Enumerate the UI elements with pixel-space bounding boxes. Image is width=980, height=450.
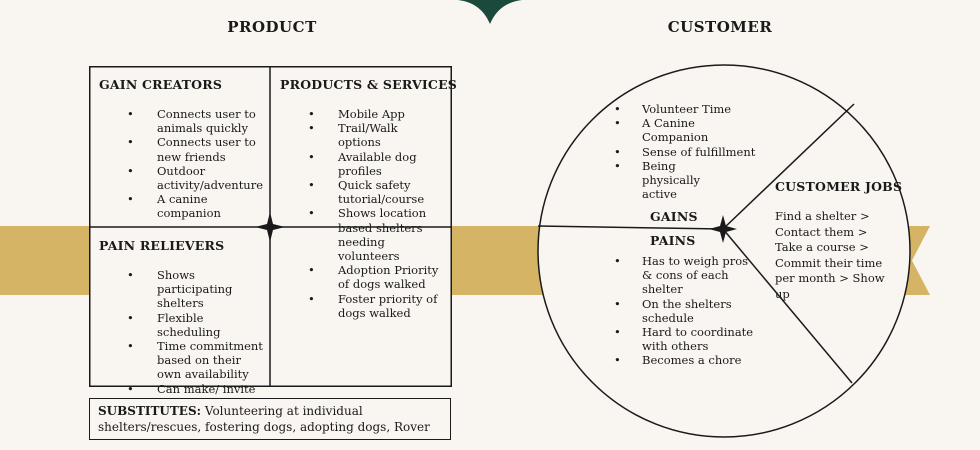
list-item: Flexible scheduling (99, 311, 264, 339)
gains-list: Volunteer Time A Canine Companion Sense … (611, 102, 761, 201)
list-item: Has to weigh pros & cons of each shelter (611, 254, 752, 297)
substitutes-text: Volunteering at individual shelters/resc… (98, 404, 430, 434)
gain-creators-list: Connects user to animals quickly Connect… (99, 107, 269, 221)
pains-title: PAINS (650, 233, 696, 248)
list-item: Foster priority of dogs walked (280, 292, 440, 320)
list-item: Quick safety tutorial/course (280, 178, 440, 206)
pain-relievers-list: Shows participating shelters Flexible sc… (99, 268, 264, 410)
list-item: Shows participating shelters (99, 268, 264, 311)
pains-list: Has to weigh pros & cons of each shelter… (611, 254, 776, 368)
substitutes-label: SUBSTITUTES: (98, 404, 202, 418)
list-item: Becomes a chore (611, 353, 776, 367)
top-notch-ornament (458, 0, 522, 30)
pains-section: Has to weigh pros & cons of each shelter… (611, 254, 776, 368)
list-item: On the shelters schedule (611, 297, 776, 325)
gains-title: GAINS (650, 209, 698, 224)
pain-relievers-title: PAIN RELIEVERS (99, 238, 225, 253)
list-item: Hard to coordinate with others (611, 325, 772, 353)
product-heading: PRODUCT (227, 18, 317, 36)
list-item: Sense of fulfillment (611, 145, 761, 159)
customer-jobs-text: Find a shelter > Contact them > Take a c… (775, 209, 885, 301)
list-item: Mobile App (280, 107, 440, 121)
list-item: Being physically active (611, 159, 732, 202)
products-services-title: PRODUCTS & SERVICES (280, 77, 458, 92)
list-item: Shows location based shelters needing vo… (280, 206, 440, 263)
substitutes-box: SUBSTITUTES: Volunteering at individual … (89, 398, 451, 440)
list-item: A canine companion (99, 192, 269, 220)
products-services-list: Mobile App Trail/Walk options Available … (280, 107, 440, 320)
list-item: Connects user to animals quickly (99, 107, 269, 135)
customer-heading: CUSTOMER (667, 18, 773, 36)
customer-profile-circle: Volunteer Time A Canine Companion Sense … (536, 56, 916, 446)
list-item: Volunteer Time (611, 102, 761, 116)
list-item: A Canine Companion (611, 116, 727, 144)
customer-jobs-title: CUSTOMER JOBS (775, 179, 903, 194)
list-item: Connects user to new friends (99, 135, 269, 163)
list-item: Outdoor activity/adventure (99, 164, 269, 192)
list-item: Trail/Walk options (280, 121, 440, 149)
gain-creators-section: GAIN CREATORS Connects user to animals q… (99, 77, 269, 221)
pain-relievers-section: PAIN RELIEVERS Shows participating shelt… (99, 238, 269, 410)
products-services-section: PRODUCTS & SERVICES Mobile App Trail/Wal… (280, 77, 458, 320)
value-map-square: GAIN CREATORS Connects user to animals q… (89, 66, 458, 410)
list-item: Available dog profiles (280, 150, 440, 178)
list-item: Time commitment based on their own avail… (99, 339, 264, 382)
circle-sparkle-icon (709, 215, 737, 243)
gains-section: Volunteer Time A Canine Companion Sense … (611, 102, 761, 201)
list-item: Adoption Priority of dogs walked (280, 263, 440, 291)
gain-creators-title: GAIN CREATORS (99, 77, 223, 92)
square-sparkle-icon (255, 212, 285, 242)
